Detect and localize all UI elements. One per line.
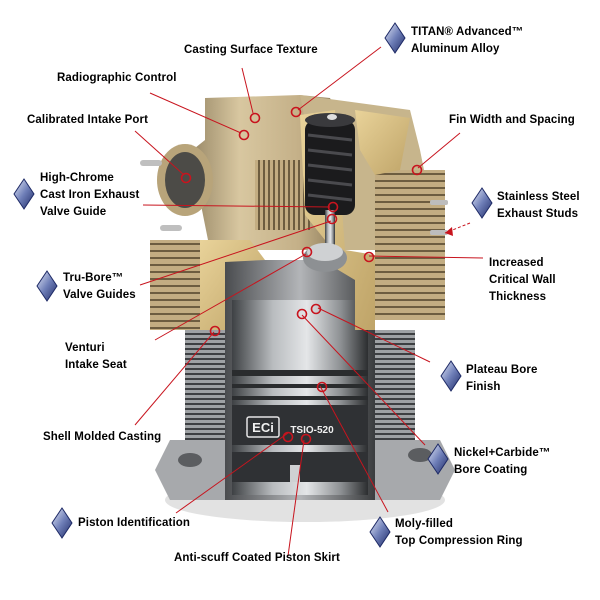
- diamond-icon: [440, 360, 462, 392]
- callout-shell-molded: Shell Molded Casting: [43, 429, 161, 446]
- callout-text: Bore Coating: [454, 464, 528, 476]
- callout-moly-ring: Moly-filled Top Compression Ring: [395, 516, 523, 550]
- callout-text: Critical Wall: [489, 274, 556, 286]
- callout-plateau-bore: Plateau Bore Finish: [466, 362, 538, 396]
- callout-text: Fin Width and Spacing: [449, 114, 575, 126]
- callout-text: Casting Surface Texture: [184, 44, 318, 56]
- callout-high-chrome-guide: High-Chrome Cast Iron Exhaust Valve Guid…: [40, 170, 139, 221]
- callout-text: Tru-Bore™: [63, 272, 124, 284]
- callout-anti-scuff-skirt: Anti-scuff Coated Piston Skirt: [174, 550, 340, 567]
- callout-titan-alloy: TITAN® Advanced™ Aluminum Alloy: [411, 24, 523, 58]
- callout-text: Exhaust Studs: [497, 208, 579, 220]
- callout-text: Top Compression Ring: [395, 535, 523, 547]
- callout-text: Venturi: [65, 342, 105, 354]
- diamond-icon: [427, 443, 449, 475]
- callout-text: Cast Iron Exhaust: [40, 189, 140, 201]
- diamond-icon: [384, 22, 406, 54]
- callout-fin-width-spacing: Fin Width and Spacing: [449, 112, 575, 129]
- arrowhead-icon: [445, 227, 453, 236]
- diamond-icon: [369, 516, 391, 548]
- callout-text: Piston Identification: [78, 517, 190, 529]
- diamond-icon: [471, 187, 493, 219]
- callout-text: Thickness: [489, 291, 547, 303]
- callout-text: TITAN® Advanced™: [411, 26, 524, 38]
- callout-text: Aluminum Alloy: [411, 43, 500, 55]
- diamond-icon: [36, 270, 58, 302]
- callout-critical-wall: Increased Critical Wall Thickness: [489, 255, 556, 306]
- callout-radiographic-control: Radiographic Control: [57, 70, 177, 87]
- callout-text: Intake Seat: [65, 359, 127, 371]
- callout-text: Moly-filled: [395, 518, 453, 530]
- callout-text: Calibrated Intake Port: [27, 114, 149, 126]
- callout-text: Valve Guide: [40, 206, 107, 218]
- diamond-icon: [51, 507, 73, 539]
- callout-nickel-carbide: Nickel+Carbide™ Bore Coating: [454, 445, 550, 479]
- callout-stainless-studs: Stainless Steel Exhaust Studs: [497, 189, 580, 223]
- callout-text: High-Chrome: [40, 172, 114, 184]
- piston-logo-frame: [246, 416, 280, 438]
- callout-text: Anti-scuff Coated Piston Skirt: [174, 552, 340, 564]
- callout-casting-surface-texture: Casting Surface Texture: [184, 42, 318, 59]
- callout-text: Nickel+Carbide™: [454, 447, 551, 459]
- diamond-icon: [13, 178, 35, 210]
- callout-piston-id: Piston Identification: [78, 515, 190, 532]
- callout-text: Valve Guides: [63, 289, 136, 301]
- callout-text: Plateau Bore: [466, 364, 538, 376]
- piston-logo: ECi: [252, 420, 274, 435]
- leader-lines: [134, 46, 484, 557]
- callout-calibrated-intake-port: Calibrated Intake Port: [27, 112, 148, 129]
- callout-markers: [180, 106, 423, 445]
- callout-text: Shell Molded Casting: [43, 431, 162, 443]
- callout-text: Finish: [466, 381, 501, 393]
- callout-text: Increased: [489, 257, 544, 269]
- callout-text: Radiographic Control: [57, 72, 177, 84]
- piston-model: TSIO-520: [290, 425, 334, 436]
- callout-text: Stainless Steel: [497, 191, 580, 203]
- callout-tru-bore-guides: Tru-Bore™ Valve Guides: [63, 270, 136, 304]
- callout-venturi-seat: Venturi Intake Seat: [65, 340, 127, 374]
